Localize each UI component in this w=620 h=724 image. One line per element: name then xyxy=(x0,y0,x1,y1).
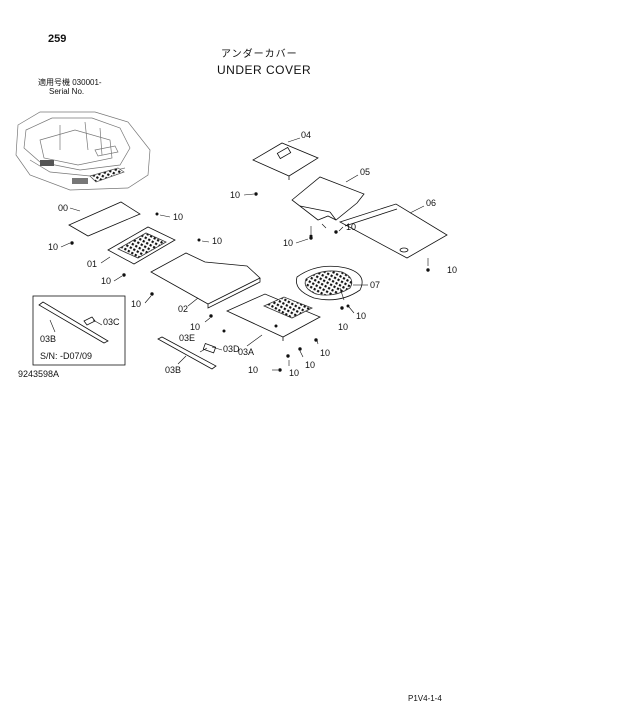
inset-box xyxy=(32,295,126,366)
callout-10: 10 xyxy=(320,348,330,358)
callout-10: 10 xyxy=(212,236,222,246)
callout-10: 10 xyxy=(230,190,240,200)
callout-03b: 03B xyxy=(165,365,181,375)
callout-02: 02 xyxy=(178,304,188,314)
callout-03d: 03D xyxy=(223,344,240,354)
callout-00: 00 xyxy=(58,203,68,213)
inset-serial-note: S/N: -D07/09 xyxy=(40,351,92,361)
part-03b-strip xyxy=(157,336,217,370)
part-01-panel xyxy=(107,226,176,265)
callout-10: 10 xyxy=(131,299,141,309)
page-title: UNDER COVER xyxy=(217,63,312,77)
serial-label-japanese: 適用号機 030001- xyxy=(38,78,102,87)
page-code: P1V4-1-4 xyxy=(408,694,442,703)
part-00-panel xyxy=(68,201,141,237)
callout-07: 07 xyxy=(370,280,380,290)
serial-label: Serial No. xyxy=(49,87,85,96)
callout-10: 10 xyxy=(283,238,293,248)
part-06-panel xyxy=(338,203,448,259)
part-06-hole xyxy=(399,247,409,253)
callout-10: 10 xyxy=(48,242,58,252)
callout-03b-inset: 03B xyxy=(40,334,56,344)
part-03a-panel xyxy=(226,293,321,338)
machine-overview-sketch xyxy=(15,111,151,191)
part-03d-block xyxy=(202,342,217,354)
callout-04: 04 xyxy=(301,130,311,140)
callout-05: 05 xyxy=(360,167,370,177)
callout-10: 10 xyxy=(190,322,200,332)
callout-06: 06 xyxy=(426,198,436,208)
part-03a-grill xyxy=(263,296,313,319)
callout-labels: 04 05 06 07 00 01 02 03A 03B 03E 03D 03B… xyxy=(40,130,457,378)
part-02-edge xyxy=(207,278,261,309)
part-07-grill xyxy=(304,270,353,296)
bolt-group xyxy=(49,137,430,372)
callout-10: 10 xyxy=(173,212,183,222)
part-04-panel xyxy=(252,142,319,177)
page-number: 259 xyxy=(48,33,67,45)
callout-10: 10 xyxy=(356,311,366,321)
callout-10: 10 xyxy=(447,265,457,275)
part-05-flange xyxy=(299,205,337,221)
callout-10: 10 xyxy=(338,322,348,332)
inset-part-03b-strip xyxy=(38,301,109,344)
callout-10: 10 xyxy=(305,360,315,370)
callout-03a: 03A xyxy=(238,347,254,357)
callout-03c: 03C xyxy=(103,317,120,327)
callout-01: 01 xyxy=(87,259,97,269)
callout-10: 10 xyxy=(289,368,299,378)
callout-10: 10 xyxy=(248,365,258,375)
part-05-panel xyxy=(291,176,365,221)
part-07-cover xyxy=(295,265,363,301)
part-01-grill xyxy=(117,232,167,259)
page-title-japanese: アンダーカバー xyxy=(221,49,298,60)
callout-10: 10 xyxy=(101,276,111,286)
callout-10: 10 xyxy=(346,222,356,232)
part-02-panel xyxy=(150,252,261,305)
part-06-fold xyxy=(344,208,398,227)
part-04-label-plate xyxy=(276,146,292,160)
inset-part-03c-block xyxy=(83,316,96,326)
callout-03e: 03E xyxy=(179,333,195,343)
drawing-number: 9243598A xyxy=(18,369,60,379)
